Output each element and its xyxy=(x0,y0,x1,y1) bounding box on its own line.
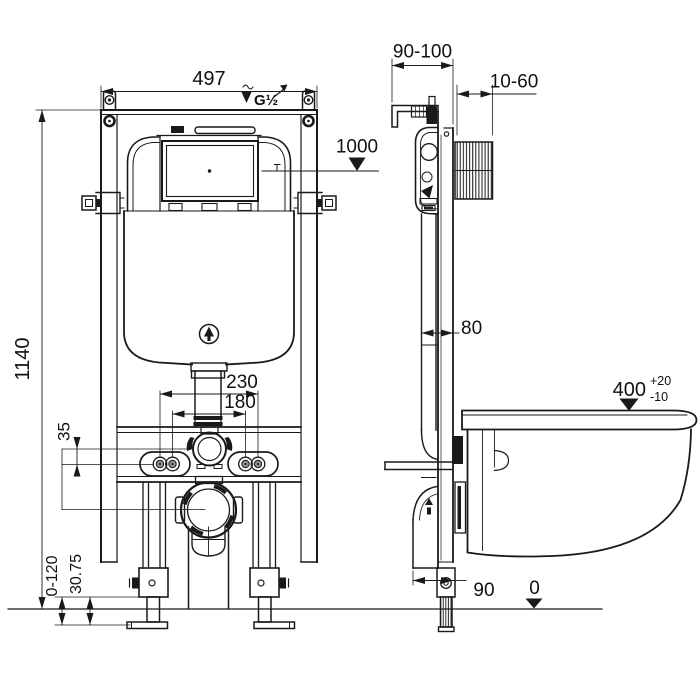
dim-actuator-height-label: 1000 xyxy=(336,137,378,158)
drain-bend xyxy=(412,485,439,569)
inlet-valve xyxy=(410,95,437,124)
flush-down-pipe xyxy=(420,213,439,461)
feet xyxy=(126,596,296,630)
toilet-bowl-profile xyxy=(461,409,698,558)
dim-front-panel-label: 10-60 xyxy=(490,72,539,93)
dimension-lines xyxy=(7,58,639,626)
elevation-marker-0 xyxy=(525,598,543,609)
dim-bowl-height-plus-label: +20 xyxy=(650,374,671,388)
cistern-top-bar xyxy=(194,126,256,135)
water-inlet-icon xyxy=(241,84,288,103)
support-arm xyxy=(384,461,453,478)
wall-bracket xyxy=(391,104,439,128)
corner-screw-right xyxy=(302,114,315,128)
leg-bracket-right xyxy=(249,567,290,598)
dim-flush-offset-label: 35 xyxy=(55,422,74,441)
hanger-tab-right xyxy=(301,90,316,111)
frame-outline xyxy=(100,109,318,563)
flush-emblem-icon xyxy=(198,323,220,345)
dim-wall-bracket-label: 90-100 xyxy=(393,42,452,63)
drain-assembly xyxy=(174,475,244,610)
cistern-side-profile xyxy=(414,126,439,215)
level-mark-1000 xyxy=(261,157,379,172)
cistern-top-tab xyxy=(171,126,184,133)
hanger-tab-left xyxy=(102,90,117,111)
side-plate-left xyxy=(81,191,125,215)
dim-frame-width-label: 497 xyxy=(192,68,225,90)
dim-fixing-outer-label: 230 xyxy=(226,372,258,393)
bolt-slot-right xyxy=(227,451,279,477)
side-view xyxy=(384,95,698,633)
water-supply-label: G½ xyxy=(254,92,278,109)
dim-frame-depth-label: 80 xyxy=(461,318,482,339)
bolt-slot-left xyxy=(139,451,191,477)
cistern-hanger-arcs xyxy=(126,136,292,212)
flush-elbow xyxy=(186,426,233,469)
dim-bowl-height-minus-label: -10 xyxy=(650,390,668,404)
fixing-bolts xyxy=(152,456,266,472)
cistern-body xyxy=(123,210,295,372)
corner-screw-left xyxy=(103,114,116,128)
side-plate-right xyxy=(293,191,337,215)
dim-foot-height-label: 30.75 xyxy=(68,554,85,594)
window-tabs xyxy=(168,202,252,212)
dim-floor-level-label: 0 xyxy=(529,578,540,599)
dim-fixing-inner-label: 180 xyxy=(224,392,256,413)
dim-bowl-height-label: 400 xyxy=(613,379,646,401)
wall-section-hatch xyxy=(454,141,494,200)
flush-pipe xyxy=(190,370,226,428)
leg-bracket-left xyxy=(128,567,169,598)
dim-frame-height-label: 1140 xyxy=(12,337,34,380)
frame-column xyxy=(437,110,454,569)
access-window xyxy=(161,140,259,202)
support-legs xyxy=(142,482,277,569)
elevation-marker-400 xyxy=(619,398,639,411)
front-view xyxy=(81,90,337,630)
dim-outlet-offset-label: 90 xyxy=(473,580,494,601)
drain-port xyxy=(454,481,467,534)
column-foot xyxy=(436,561,456,633)
dim-leg-adjustment-label: 0-120 xyxy=(44,555,61,596)
flush-port xyxy=(452,436,463,464)
